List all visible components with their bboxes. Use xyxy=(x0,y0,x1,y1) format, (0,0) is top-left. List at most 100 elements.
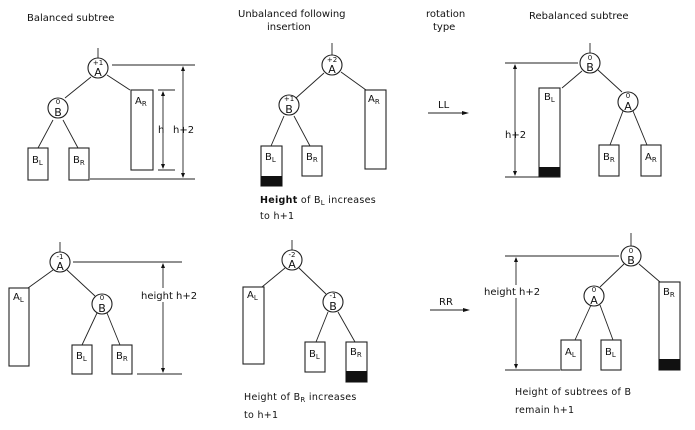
arrow-head xyxy=(513,64,517,69)
edge-a-al xyxy=(261,267,286,288)
row2-unbalanced-tree: -2 A -1 B AL BL BR Height of BR increase… xyxy=(242,240,368,421)
row2-rebalanced-tree: 0 B 0 A AL BL BR height h+2 Height of su… xyxy=(483,233,681,416)
node-b xyxy=(91,293,113,315)
subtree-label: BL xyxy=(605,347,616,359)
caption-line2: to h+1 xyxy=(244,410,278,421)
edge-b-bl xyxy=(315,311,329,343)
subtree-label: BL xyxy=(265,152,276,164)
inserted-level xyxy=(539,167,560,177)
subtree-label: BR xyxy=(306,152,318,164)
subtree-label: BR xyxy=(350,347,362,359)
edge-a-b xyxy=(64,76,92,99)
caption-line2: to h+1 xyxy=(260,211,294,222)
node-a xyxy=(321,54,343,76)
balance-factor: 0 xyxy=(626,92,630,100)
arrow-head xyxy=(161,91,165,96)
dim-label: height h+2 xyxy=(484,287,540,298)
dim-label: height h+2 xyxy=(141,291,197,302)
balance-factor: -1 xyxy=(330,292,337,300)
balance-factor: 0 xyxy=(629,247,633,255)
rotation-label-ll: LL xyxy=(438,100,450,111)
subtree-al xyxy=(560,339,582,371)
subtree-label: BL xyxy=(32,155,43,167)
edge-a-ar xyxy=(632,110,648,146)
balance-factor: +2 xyxy=(327,56,337,64)
arrow-head xyxy=(513,171,517,176)
edge-a-al xyxy=(574,304,592,341)
subtree-ar xyxy=(364,89,387,170)
edge-a-al xyxy=(27,269,54,289)
node-b xyxy=(579,52,601,74)
node-label: B xyxy=(54,106,62,119)
subtree-bl xyxy=(27,147,49,181)
subtree-label: BL xyxy=(544,92,555,104)
edge-b-bl xyxy=(561,70,583,89)
arrow-head xyxy=(181,173,185,178)
subtree-label: BL xyxy=(76,351,87,363)
edge-a-b xyxy=(66,269,96,297)
node-b xyxy=(322,291,344,313)
row1-unbalanced-tree: +2 A +1 B BL BR AR Height of BL increase… xyxy=(260,43,387,222)
row1-balanced-tree: +1 A 0 B BL BR AR h h+2 xyxy=(27,48,195,181)
dim-label-h: h xyxy=(158,125,164,136)
rotation-label-rr: RR xyxy=(439,297,453,308)
node-b xyxy=(47,97,69,119)
node-label: B xyxy=(329,300,337,313)
node-label: A xyxy=(56,260,64,273)
subtree-label: BR xyxy=(603,152,615,164)
node-a xyxy=(281,249,303,271)
node-label: A xyxy=(288,258,296,271)
subtree-br xyxy=(301,145,323,177)
edge-b-br xyxy=(638,263,661,283)
edge-b-a xyxy=(597,69,623,93)
subtree-br xyxy=(68,147,90,181)
subtree-label: BR xyxy=(73,155,85,167)
node-a xyxy=(617,91,639,113)
arrow-head xyxy=(181,66,185,71)
subtree-label: AL xyxy=(247,290,258,302)
edge-b-br xyxy=(293,115,311,147)
arrow-head xyxy=(161,263,165,268)
edge-b-bl xyxy=(270,115,285,147)
edge-a-ar xyxy=(106,74,131,91)
inserted-level xyxy=(659,359,680,370)
subtree-label: BR xyxy=(116,351,128,363)
title-balanced: Balanced subtree xyxy=(27,13,114,24)
balance-factor: +1 xyxy=(93,59,103,67)
title-rebalanced: Rebalanced subtree xyxy=(529,11,629,22)
subtree-label: AR xyxy=(368,94,380,106)
row1-rebalanced-tree: 0 B 0 A BL BR AR h+2 xyxy=(505,43,662,178)
subtree-bl xyxy=(600,339,622,371)
node-label: A xyxy=(624,100,632,113)
caption-line2: remain h+1 xyxy=(515,405,574,416)
edge-a-b xyxy=(298,267,327,295)
edge-b-br xyxy=(337,311,356,343)
title-rotation-line1: rotation xyxy=(426,9,465,20)
arrow-head xyxy=(463,308,470,312)
subtree-label: AL xyxy=(13,292,24,304)
node-label: B xyxy=(586,61,594,74)
subtree-al xyxy=(8,287,30,367)
inserted-level xyxy=(346,371,367,382)
dim-label-bg xyxy=(483,285,541,298)
subtree-ar xyxy=(640,144,662,177)
node-a xyxy=(49,251,71,273)
edge-a-br xyxy=(609,110,624,146)
balance-factor: 0 xyxy=(588,54,592,62)
node-a xyxy=(87,57,109,79)
subtree-label: AR xyxy=(135,96,147,108)
node-label: B xyxy=(98,302,106,315)
row2-balanced-tree: -1 A 0 B AL BL BR height h+2 xyxy=(8,242,199,375)
node-label: B xyxy=(285,103,293,116)
subtree-label: BL xyxy=(309,349,320,361)
dim-label-bg xyxy=(139,288,199,302)
subtree-bl xyxy=(304,341,326,373)
subtree-label: BR xyxy=(663,287,675,299)
title-unbalanced-line1: Unbalanced following xyxy=(238,9,346,20)
dim-label: h+2 xyxy=(505,130,526,141)
node-label: B xyxy=(627,254,635,267)
node-a xyxy=(583,285,605,307)
subtree-label: AR xyxy=(645,152,657,164)
node-label: A xyxy=(590,294,598,307)
